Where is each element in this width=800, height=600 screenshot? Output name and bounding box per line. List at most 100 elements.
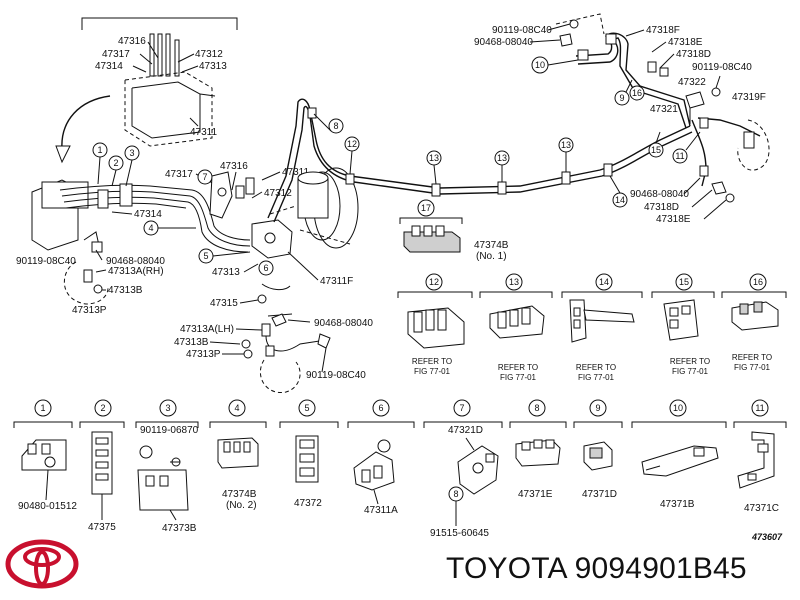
callout-10-b: [669, 399, 687, 417]
callout-8-b: [528, 399, 546, 417]
label-90119-06870: 90119-06870: [140, 425, 199, 436]
svg-text:8: 8: [534, 403, 539, 413]
label-47374b-no1: 47374B: [474, 240, 509, 251]
svg-text:8: 8: [333, 121, 338, 131]
label-91515-60645: 91515-60645: [430, 528, 489, 539]
label-90480-01512: 90480-01512: [18, 501, 77, 512]
label-47371d: 47371D: [582, 489, 617, 500]
callout-5-b: [298, 399, 316, 417]
svg-text:13: 13: [509, 277, 519, 287]
label-47317-main: 47317: [165, 169, 193, 180]
label-47317: 47317: [102, 49, 130, 60]
callout-11-b: [751, 399, 769, 417]
callout-9-main: [614, 90, 630, 106]
svg-text:16: 16: [632, 88, 642, 98]
callout-9-b: [589, 399, 607, 417]
svg-text:15: 15: [651, 145, 661, 155]
svg-text:4: 4: [148, 223, 153, 233]
label-90119-r1: 90119-08C40: [492, 25, 552, 36]
label-47311-main: 47311: [282, 167, 310, 178]
label-47311: 47311: [190, 127, 218, 138]
clamp-17-detail: 17 47374B (No. 1): [399, 199, 509, 262]
label-47321d: 47321D: [448, 425, 483, 436]
callout-16: [749, 273, 767, 291]
callout-12: [425, 273, 443, 291]
label-47311a: 47311A: [364, 505, 398, 516]
label-47322: 47322: [678, 77, 706, 88]
svg-text:FIG 77-01: FIG 77-01: [414, 367, 451, 376]
label-47311f: 47311F: [320, 276, 353, 287]
label-47313a-lh: 47313A(LH): [180, 324, 234, 335]
diagram-code: 473607: [752, 532, 783, 542]
svg-text:6: 6: [378, 403, 383, 413]
callout-11-main: [672, 148, 688, 164]
svg-text:11: 11: [675, 151, 684, 161]
callout-16-main: [629, 85, 645, 101]
callout-8-main: [328, 118, 344, 134]
svg-text:17: 17: [421, 203, 431, 213]
label-90468-r1: 90468-08040: [474, 37, 533, 48]
label-47314: 47314: [95, 61, 123, 72]
svg-text:12: 12: [429, 277, 439, 287]
label-no2: (No. 2): [226, 500, 257, 511]
callout-17: [417, 199, 435, 217]
label-47373b: 47373B: [162, 523, 197, 534]
svg-text:4: 4: [234, 403, 239, 413]
label-47315: 47315: [210, 298, 238, 309]
callout-6-b: [372, 399, 390, 417]
callout-14: [595, 273, 613, 291]
label-47313p-main: 47313P: [72, 305, 107, 316]
svg-text:1: 1: [40, 403, 45, 413]
label-47313-main: 47313: [212, 267, 240, 278]
callout-1-b: [34, 399, 52, 417]
svg-text:5: 5: [203, 251, 208, 261]
label-no1: (No. 1): [476, 251, 507, 262]
label-47318d: 47318D: [676, 49, 711, 60]
label-47313b-lh: 47313B: [174, 337, 209, 348]
label-47318f: 47318F: [646, 25, 680, 36]
label-47318e: 47318E: [668, 37, 703, 48]
svg-text:REFER TO: REFER TO: [576, 363, 616, 372]
label-47314-main: 47314: [134, 209, 162, 220]
brake-line-main: 8 12 13 13 13 15 14: [267, 98, 693, 223]
label-47371e: 47371E: [518, 489, 553, 500]
label-47312: 47312: [195, 49, 223, 60]
svg-text:FIG 77-01: FIG 77-01: [500, 373, 537, 382]
label-90119-main: 90119-08C40: [16, 256, 76, 267]
svg-text:9: 9: [619, 93, 624, 103]
part-number-caption: TOYOTA 9094901B45: [446, 552, 747, 585]
svg-text:9: 9: [595, 403, 600, 413]
label-47313b-main: 47313B: [108, 285, 143, 296]
label-47374b-no2: 47374B: [222, 489, 257, 500]
svg-text:13: 13: [561, 140, 571, 150]
label-47313p-lh: 47313P: [186, 349, 221, 360]
svg-text:14: 14: [615, 195, 625, 205]
callout-3-b: [159, 399, 177, 417]
svg-text:5: 5: [304, 403, 309, 413]
toyota-logo: [5, 539, 79, 589]
svg-text:3: 3: [165, 403, 170, 413]
svg-text:1: 1: [97, 145, 102, 155]
label-47318d-b: 47318D: [644, 202, 679, 213]
clamp-row-refer: 12 REFER TO FIG 77-01 13 REFER TO FIG 77…: [397, 273, 787, 382]
label-90119-lh: 90119-08C40: [306, 370, 366, 381]
svg-text:7: 7: [202, 172, 207, 182]
rear-line-section: 90119-08C40 90468-08040 10 9 16 47318F 4…: [474, 13, 770, 225]
svg-text:FIG 77-01: FIG 77-01: [672, 367, 709, 376]
svg-text:2: 2: [113, 158, 118, 168]
svg-text:REFER TO: REFER TO: [732, 353, 772, 362]
svg-text:13: 13: [497, 153, 507, 163]
callout-13: [505, 273, 523, 291]
label-47316: 47316: [118, 36, 146, 47]
label-47318e-b: 47318E: [656, 214, 691, 225]
svg-text:REFER TO: REFER TO: [670, 357, 710, 366]
label-47316-main: 47316: [220, 161, 248, 172]
label-47372: 47372: [294, 498, 322, 509]
label-90468-lh: 90468-08040: [314, 318, 373, 329]
svg-text:14: 14: [599, 277, 609, 287]
label-47371c: 47371C: [744, 503, 779, 514]
svg-text:FIG 77-01: FIG 77-01: [578, 373, 615, 382]
label-47313a-rh: 47313A(RH): [108, 266, 164, 277]
callout-4-b: [228, 399, 246, 417]
